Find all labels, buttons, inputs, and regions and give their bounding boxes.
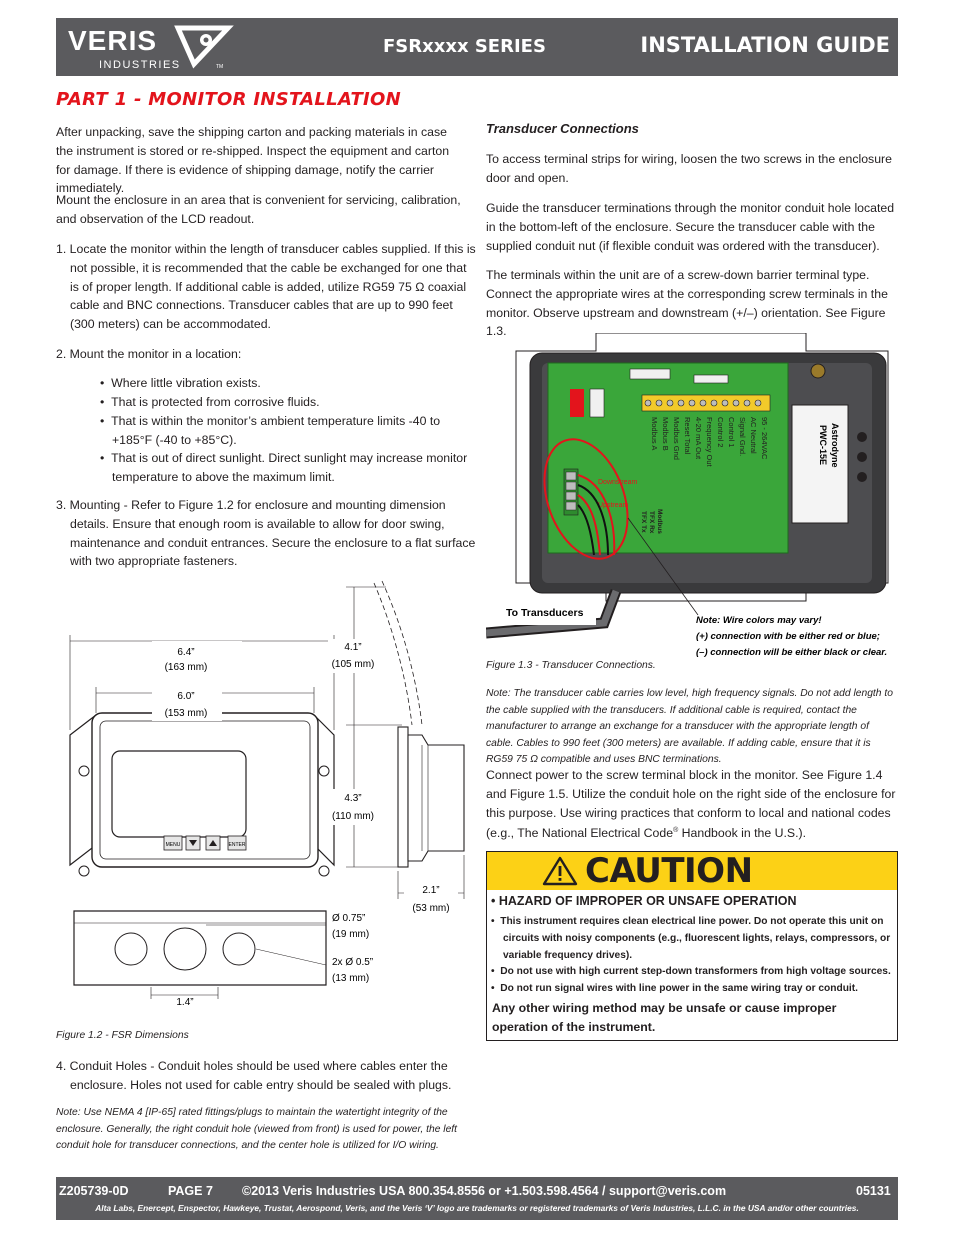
svg-text:Control 1: Control 1 <box>727 417 736 447</box>
guide-title: INSTALLATION GUIDE <box>640 33 890 57</box>
svg-text:Ø 0.75”: Ø 0.75” <box>332 913 365 924</box>
svg-text:Downstream: Downstream <box>598 479 637 486</box>
svg-text:(–) connection will be either: (–) connection will be either black or c… <box>696 647 887 658</box>
caution-box <box>486 851 898 1041</box>
footer-page: PAGE 7 <box>168 1184 213 1198</box>
svg-text:(163 mm): (163 mm) <box>165 662 208 673</box>
caution-title: CAUTION <box>585 851 753 891</box>
svg-text:(53 mm): (53 mm) <box>412 903 449 914</box>
step-3: 3. Mounting - Refer to Figure 1.2 for en… <box>56 498 476 569</box>
svg-text:Upstream: Upstream <box>598 502 629 509</box>
menu-button <box>163 835 183 851</box>
footer-contact: ©2013 Veris Industries USA 800.354.8556 … <box>242 1184 727 1198</box>
svg-text:Modbus B: Modbus B <box>661 417 670 451</box>
caution-item-1: • This instrument requires clean electri… <box>491 916 891 961</box>
svg-text:4-20 mA Out: 4-20 mA Out <box>694 417 703 460</box>
center-conduit-hole <box>163 927 207 971</box>
svg-text:AC Neutral: AC Neutral <box>749 417 758 454</box>
caution-final: Any other wiring method may be unsafe or… <box>492 1001 837 1034</box>
svg-text:2.1”: 2.1” <box>422 885 439 896</box>
svg-text:TFX Rx: TFX Rx <box>648 511 655 534</box>
enclosure-side-door <box>397 726 409 868</box>
to-transducers-label: To Transducers <box>506 607 584 619</box>
bullet-corrosive: • That is protected from corrosive fluid… <box>100 395 320 409</box>
footer-doc-number: Z205739-0D <box>59 1184 129 1198</box>
step-1: 1. Locate the monitor within the length … <box>56 242 476 332</box>
svg-text:MENU: MENU <box>166 842 181 848</box>
svg-text:Note: Wire colors may vary!: Note: Wire colors may vary! <box>696 615 822 626</box>
logo-tm: TM <box>216 64 223 70</box>
logo-text: VERIS <box>68 25 157 56</box>
svg-text:Signal Gnd.: Signal Gnd. <box>738 417 747 456</box>
svg-text:95 - 264VAC: 95 - 264VAC <box>760 417 769 460</box>
svg-text:1.4”: 1.4” <box>176 997 193 1008</box>
left-conduit-hole <box>114 932 148 966</box>
hazard-heading: • HAZARD OF IMPROPER OR UNSAFE OPERATION <box>491 894 797 908</box>
footer-code: 05131 <box>856 1184 891 1198</box>
power-supply-module <box>791 404 849 524</box>
figure-1-2-caption: Figure 1.2 - FSR Dimensions <box>56 1030 189 1041</box>
conduit-note: Note: Use NEMA 4 [IP-65] rated fittings/… <box>56 1107 458 1152</box>
warning-triangle-icon <box>542 856 578 886</box>
highlight-ellipse <box>543 438 629 560</box>
svg-text:TFX Tx: TFX Tx <box>640 511 647 533</box>
svg-text:(105 mm): (105 mm) <box>332 659 375 670</box>
svg-text:(+) connection with be either: (+) connection with be either red or blu… <box>696 631 880 642</box>
figure-fsr-dimensions: MENU ENTER 6.4” (163 mm) 6.0” (153 mm) 4… <box>69 580 465 1008</box>
part-heading: PART 1 - MONITOR INSTALLATION <box>56 89 402 110</box>
svg-text:ENTER: ENTER <box>229 842 246 848</box>
bullet-sunlight: • That is out of direct sunlight. Direct… <box>100 451 468 484</box>
svg-text:Frequency Out: Frequency Out <box>705 417 714 468</box>
bullet-temperature: • That is within the monitor’s ambient t… <box>100 414 441 447</box>
svg-text:(13 mm): (13 mm) <box>332 973 369 984</box>
footer-bar <box>56 1177 898 1220</box>
transducer-connections-heading: Transducer Connections <box>486 121 639 136</box>
caution-item-2: • Do not use with high current step-down… <box>491 966 891 977</box>
enclosure-side-body <box>407 734 465 862</box>
terminals-paragraph: The terminals within the unit are of a s… <box>486 268 888 339</box>
step-2: 2. Mount the monitor in a location: <box>56 347 242 361</box>
svg-text:Reset Total: Reset Total <box>683 417 692 455</box>
cable-note: Note: The transducer cable carries low l… <box>486 688 893 766</box>
guide-paragraph: Guide the transducer terminations throug… <box>486 201 895 253</box>
svg-text:Modbus: Modbus <box>656 509 663 534</box>
svg-text:2x Ø 0.5”: 2x Ø 0.5” <box>332 957 373 968</box>
series-title: FSRxxxx SERIES <box>383 36 546 57</box>
svg-text:6.4”: 6.4” <box>177 647 194 658</box>
svg-text:(110 mm): (110 mm) <box>332 811 374 822</box>
logo-v-mark <box>174 25 234 69</box>
svg-text:Astrodyne: Astrodyne <box>830 423 840 468</box>
intro-paragraph: After unpacking, save the shipping carto… <box>56 125 450 196</box>
step-4: 4. Conduit Holes - Conduit holes should … <box>56 1059 452 1092</box>
access-paragraph: To access terminal strips for wiring, lo… <box>486 152 892 185</box>
power-paragraph: Connect power to the screw terminal bloc… <box>486 768 896 841</box>
svg-text:4.1”: 4.1” <box>344 642 361 653</box>
mount-paragraph: Mount the enclosure in an area that is c… <box>56 193 461 226</box>
figure-transducer-connections: Astrodyne PWC-15E 95 - 264VAC AC Neutral… <box>486 333 889 658</box>
svg-text:Control 2: Control 2 <box>716 417 725 447</box>
bullet-vibration: • Where little vibration exists. <box>100 376 261 390</box>
figure-1-3-caption: Figure 1.3 - Transducer Connections. <box>486 660 656 671</box>
logo-subtext: INDUSTRIES <box>99 59 181 71</box>
footer-trademark: Alta Labs, Enercept, Enspector, Hawkeye,… <box>95 1203 859 1213</box>
caution-item-3: • Do not run signal wires with line powe… <box>491 983 858 994</box>
svg-text:Modbus A: Modbus A <box>650 417 659 450</box>
enter-button <box>227 835 247 851</box>
svg-text:Modbus Gnd: Modbus Gnd <box>672 417 681 460</box>
svg-text:6.0”: 6.0” <box>177 691 194 702</box>
lcd-window <box>111 750 247 838</box>
svg-text:(19 mm): (19 mm) <box>332 929 369 940</box>
svg-text:(153 mm): (153 mm) <box>165 708 208 719</box>
veris-logo: VERIS INDUSTRIES TM <box>66 24 236 72</box>
right-conduit-hole <box>222 932 256 966</box>
svg-text:PWC-15E: PWC-15E <box>818 425 828 465</box>
svg-text:4.3”: 4.3” <box>344 793 361 804</box>
